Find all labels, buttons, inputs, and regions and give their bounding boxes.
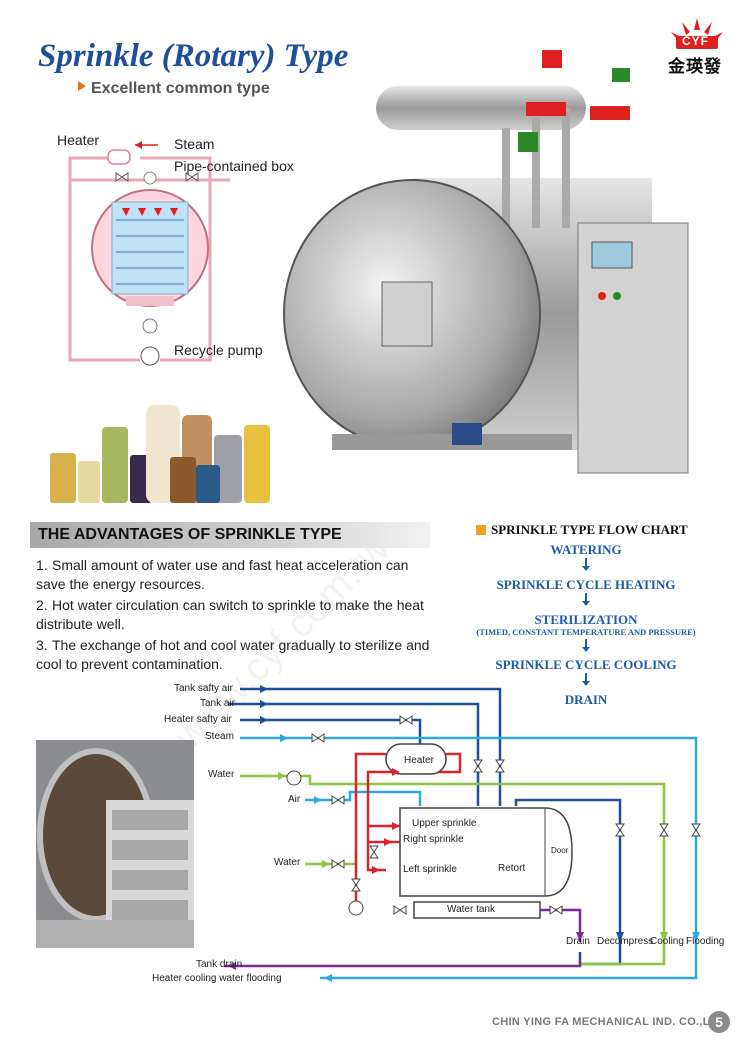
flow-step-watering: WATERING [550, 542, 622, 557]
label-steam-line: Steam [205, 731, 234, 742]
label-air: Air [288, 794, 301, 805]
label-water-top: Water [208, 769, 235, 780]
pump-icon [140, 346, 160, 366]
sunburst-logo-icon [671, 18, 723, 49]
label-tank-safty-air: Tank safty air [174, 683, 233, 694]
label-tank-drain: Tank drain [196, 959, 243, 970]
retort-machine-photo [283, 50, 689, 474]
food-jars-photo [50, 405, 270, 503]
flow-arrow-icon [582, 639, 590, 652]
flow-step-cooling: SPRINKLE CYCLE COOLING [495, 657, 677, 672]
label-retort: Retort [498, 863, 526, 874]
heater-icon [107, 149, 131, 165]
label-cooling: Cooling [650, 936, 684, 947]
label-steam: Steam [174, 136, 215, 152]
flow-step-drain: DRAIN [564, 692, 608, 707]
sprinkle-circulation-diagram [68, 141, 230, 366]
label-door: Door [551, 846, 569, 855]
flow-arrow-icon [582, 673, 590, 686]
flow-step-note: (TIMED, CONSTANT TEMPERATURE AND PRESSUR… [476, 627, 696, 637]
advantage-text: The exchange of hot and cool water gradu… [36, 637, 430, 672]
label-decompress: Decompress [597, 936, 654, 947]
flow-step-sterilization: STERILIZATION [534, 612, 638, 627]
page-subtitle: Excellent common type [78, 80, 270, 98]
advantage-text: Hot water circulation can switch to spri… [36, 597, 424, 632]
piping-schematic [224, 685, 701, 982]
advantage-item: 2.Hot water circulation can switch to sp… [36, 596, 436, 634]
label-heater-box: Heater [404, 755, 435, 766]
flow-chart-title: SPRINKLE TYPE FLOW CHART [476, 522, 688, 538]
label-water-side: Water [274, 857, 301, 868]
company-logo: CYF 金瑛發 [664, 16, 730, 76]
advantage-number: 1. [36, 557, 48, 573]
label-upper-sprinkle: Upper sprinkle [412, 818, 477, 829]
flow-chart-title-text: SPRINKLE TYPE FLOW CHART [491, 522, 688, 537]
label-left-sprinkle: Left sprinkle [403, 864, 457, 875]
logo-cjk-text: 金瑛發 [668, 57, 722, 76]
advantage-item: 1.Small amount of water use and fast hea… [36, 556, 436, 594]
subtitle-text: Excellent common type [91, 80, 270, 97]
retort-interior-photo [36, 740, 194, 948]
footer-company: CHIN YING FA MECHANICAL IND. CO.,LTD [492, 1016, 725, 1028]
label-flooding: Flooding [686, 936, 725, 947]
advantage-number: 2. [36, 597, 48, 613]
label-right-sprinkle: Right sprinkle [403, 834, 464, 845]
label-tank-air: Tank air [200, 698, 236, 709]
flow-arrow-icon [582, 558, 590, 571]
advantage-text: Small amount of water use and fast heat … [36, 557, 409, 592]
flow-step-heating: SPRINKLE CYCLE HEATING [496, 577, 676, 592]
flow-arrow-icon [582, 593, 590, 606]
advantage-number: 3. [36, 637, 48, 653]
label-drain: Drain [566, 936, 590, 947]
label-water-tank: Water tank [447, 904, 495, 915]
square-bullet-icon [476, 525, 486, 535]
label-recycle-pump: Recycle pump [174, 342, 263, 358]
advantages-heading: THE ADVANTAGES OF SPRINKLE TYPE [30, 522, 430, 548]
page-number-badge: 5 [708, 1011, 730, 1033]
triangle-bullet-icon [78, 81, 86, 91]
label-heater-cooling-flooding: Heater cooling water flooding [152, 973, 282, 984]
label-pipe-box: Pipe-contained box [174, 158, 294, 174]
logo-cyf-text: CYF [682, 34, 709, 48]
label-heater-safty-air: Heater safty air [164, 714, 232, 725]
advantage-item: 3.The exchange of hot and cool water gra… [36, 636, 436, 674]
page-title: Sprinkle (Rotary) Type [38, 38, 349, 74]
label-heater: Heater [57, 132, 100, 148]
